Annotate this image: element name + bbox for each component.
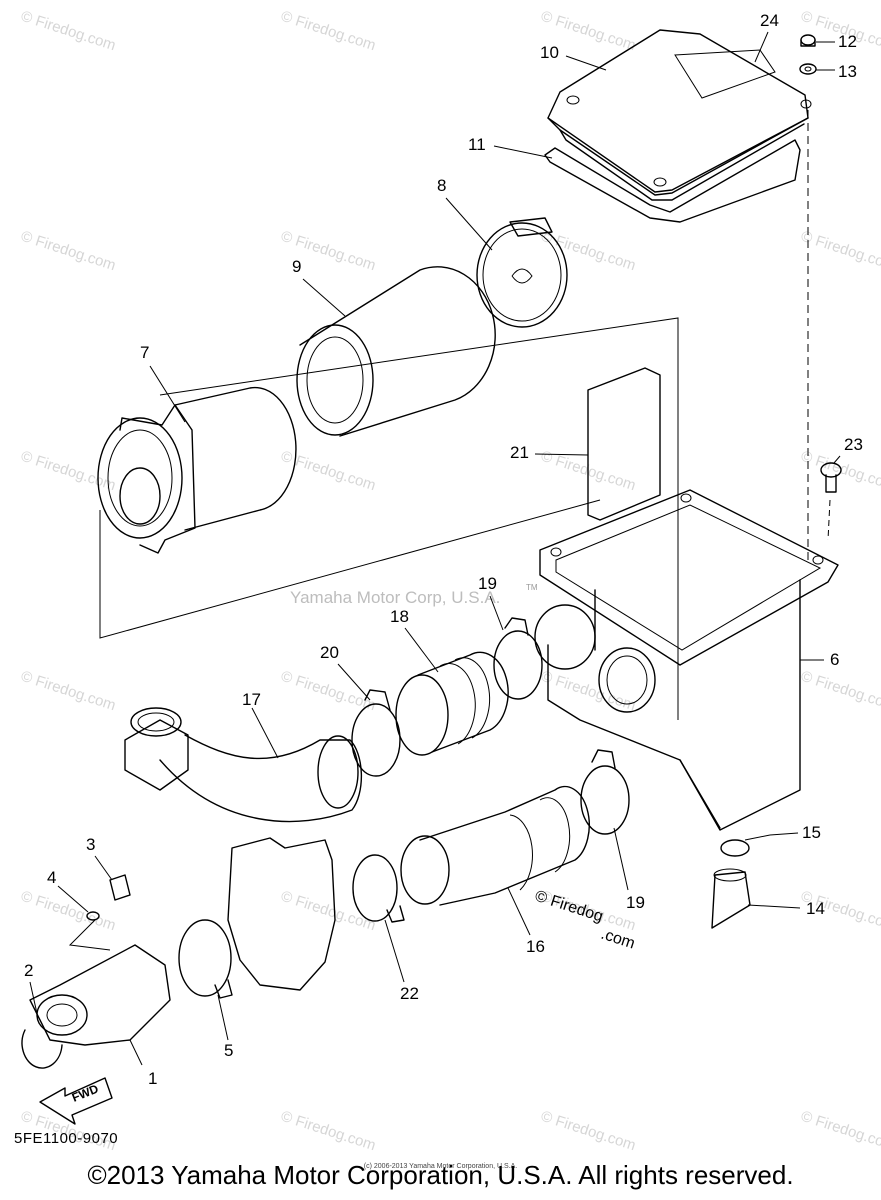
center-watermark: Yamaha Motor Corp, U.S.A. <box>290 588 500 607</box>
callout-p24: 24 <box>760 11 779 30</box>
part-10-airbox-cap <box>547 29 812 201</box>
part-16-joint <box>400 785 590 906</box>
leader-line-p22 <box>384 919 405 983</box>
callout-p1: 1 <box>148 1069 157 1088</box>
leader-line-p11 <box>493 145 553 159</box>
leader-line-p4 <box>57 885 89 913</box>
part-8-filter-cover <box>476 217 568 328</box>
firedog-watermark: © Firedog.com <box>539 1108 638 1155</box>
firedog-watermark: © Firedog.com <box>539 228 638 275</box>
leader-line-p5 <box>217 994 229 1041</box>
callout-p12: 12 <box>838 32 857 51</box>
callout-p11: 11 <box>468 135 486 154</box>
part-7-filter-cage <box>97 386 297 554</box>
leader-line-p14 <box>747 904 801 909</box>
firedog-watermark: © Firedog.com <box>539 668 638 715</box>
part-4-washer <box>86 911 100 921</box>
leader-line-p19a <box>489 595 504 631</box>
firedog-watermark: © Firedog.com <box>279 668 378 715</box>
part-14-drain <box>711 868 751 929</box>
leader-line-p1 <box>129 1039 143 1066</box>
part-11-gasket <box>544 139 801 223</box>
callout-p21: 21 <box>510 443 529 462</box>
part-19-clamp-upper <box>493 617 543 700</box>
callout-p14: 14 <box>806 899 825 918</box>
assembly-plane <box>99 317 679 720</box>
part-3-bolt <box>109 874 131 901</box>
leader-line-p18 <box>404 627 439 673</box>
callout-layer: 1234567891011121314151617181919202122232… <box>24 11 863 1088</box>
leader-line-p19b <box>613 827 629 891</box>
micro-copyright: (c) 2006-2013 Yamaha Motor Corporation, … <box>363 1163 518 1170</box>
leader-line-p24 <box>754 31 769 63</box>
callout-p16: 16 <box>526 937 545 956</box>
leader-line-p2 <box>29 981 39 1019</box>
firedog-watermark: © Firedog.com <box>19 228 118 275</box>
callout-p4: 4 <box>47 868 56 887</box>
callout-p5: 5 <box>224 1041 233 1060</box>
callout-p9: 9 <box>292 257 301 276</box>
callout-p23: 23 <box>844 435 863 454</box>
part-22-clamp <box>352 854 405 923</box>
leader-line-p8 <box>445 197 493 251</box>
callout-p3: 3 <box>86 835 95 854</box>
part-18-joint <box>395 651 509 756</box>
callout-p19a: 19 <box>478 574 497 593</box>
callout-p22: 22 <box>400 984 419 1003</box>
firedog-watermark: © Firedog.com <box>19 8 118 55</box>
part-23-bolt <box>820 462 842 541</box>
callout-p18: 18 <box>390 607 409 626</box>
leader-line-p15 <box>769 832 799 836</box>
callout-p7: 7 <box>140 343 149 362</box>
firedog-watermark: © Firedog.com <box>799 448 881 495</box>
callout-p15: 15 <box>802 823 821 842</box>
firedog-watermark: © Firedog.com <box>799 668 881 715</box>
diagram-code: 5FE1100-9070 <box>14 1130 119 1147</box>
leader-line-p16 <box>507 887 531 936</box>
firedog-watermark: © Firedog.com <box>279 1108 378 1155</box>
part-19-clamp-lower <box>580 749 630 835</box>
firedog-watermark: © Firedog.com <box>19 448 118 495</box>
callout-p20: 20 <box>320 643 339 662</box>
firedog-watermark: © Firedog.com <box>279 8 378 55</box>
part-2-gasket <box>21 1029 63 1069</box>
leader-line-p20 <box>337 663 371 701</box>
fwd-label: FWD <box>70 1081 101 1104</box>
firedog-watermark: © Firedog.com <box>279 888 378 935</box>
leader-line-p3 <box>94 855 113 881</box>
part-1-manifold <box>29 944 171 1046</box>
callout-p19b: 19 <box>626 893 645 912</box>
firedog-watermark-layer: © Firedog.com © Firedog.com © Firedog.com ©… <box>19 8 881 1155</box>
part-9-filter-element <box>296 266 496 437</box>
leader-line-p21 <box>534 453 589 456</box>
firedog-watermark: © Firedog.com <box>799 1108 881 1155</box>
engine-silhouette <box>227 837 336 991</box>
callout-p8: 8 <box>437 176 446 195</box>
leader-line-p7 <box>149 365 186 423</box>
firedog-stamp-line1: © Firedog <box>533 888 605 926</box>
firedog-watermark: © Firedog.com <box>19 668 118 715</box>
bolt-guide-line <box>68 919 111 951</box>
copyright-footer: ©2013 Yamaha Motor Corporation, U.S.A. A… <box>87 1160 794 1190</box>
firedog-watermark: © Firedog.com <box>799 228 881 275</box>
part-13-washer <box>799 63 817 75</box>
leader-line-p10 <box>565 55 607 71</box>
part-17-intake-duct <box>124 707 363 823</box>
part-20-clamp <box>351 689 401 777</box>
leader-line-p17 <box>251 707 279 759</box>
part-5-clamp <box>178 919 233 999</box>
callout-p6: 6 <box>830 650 839 669</box>
callout-p10: 10 <box>540 43 559 62</box>
part-6-airbox <box>534 489 839 831</box>
part-12-screw <box>800 34 816 47</box>
leader-line-p9 <box>302 278 346 317</box>
part-15-clip <box>720 834 771 857</box>
callout-p17: 17 <box>242 690 261 709</box>
callout-p13: 13 <box>838 62 857 81</box>
tm-mark: TM <box>526 583 538 592</box>
part-21-plate <box>587 367 661 521</box>
leader-line-p23 <box>833 455 841 464</box>
callout-p2: 2 <box>24 961 33 980</box>
